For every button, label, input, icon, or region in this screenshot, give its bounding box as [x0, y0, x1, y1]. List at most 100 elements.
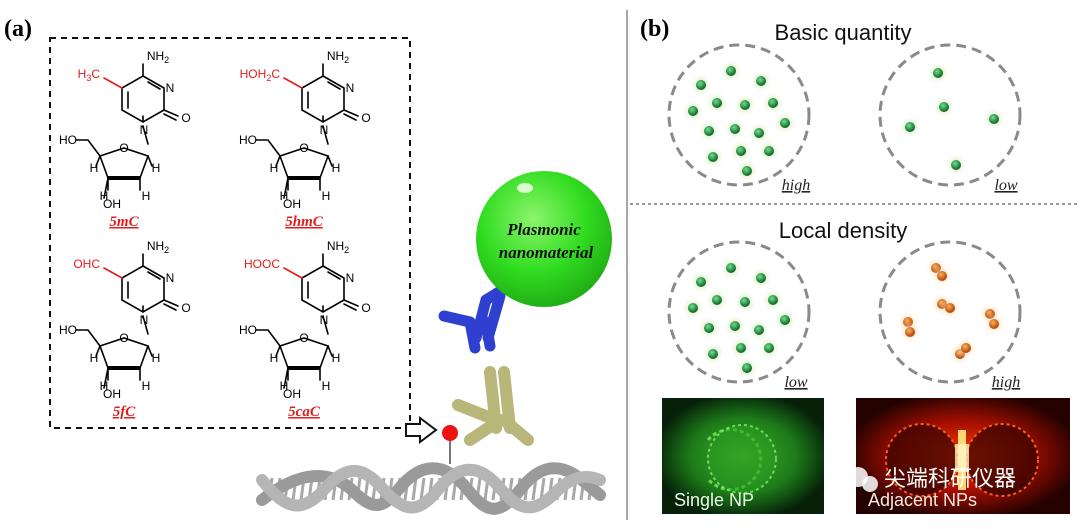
nanoparticle [726, 66, 736, 76]
panel-b-label: (b) [640, 16, 669, 42]
nanoparticle-diagrams [667, 43, 1022, 384]
nanoparticle [736, 343, 746, 353]
modification-group: OHC [73, 257, 100, 271]
atom-n3: N [346, 81, 355, 95]
nanoparticle [730, 124, 740, 134]
nanoparticle [712, 98, 722, 108]
modified-base-dot [442, 425, 458, 441]
np-circle-4 [878, 240, 1022, 384]
nanoparticle [756, 273, 766, 283]
atom-h: H [90, 161, 99, 175]
atom-amine: NH2 [327, 49, 349, 65]
atom-h: H [100, 379, 109, 393]
nanoparticle [688, 303, 698, 313]
dna-strand-2 [256, 463, 606, 514]
np-circle-3 [667, 240, 811, 384]
nanoparticle [756, 76, 766, 86]
dna-helix [256, 462, 606, 515]
atom-h: H [142, 379, 151, 393]
caption-high-local: high [992, 374, 1020, 391]
atom-h: H [322, 189, 331, 203]
atom-n3: N [166, 271, 175, 285]
nanoparticle [704, 323, 714, 333]
plasmonic-sphere [476, 171, 612, 307]
atom-h: H [280, 189, 289, 203]
np-circle-1 [667, 43, 811, 187]
atom-oh: OH [283, 387, 301, 401]
nanoparticle [961, 343, 971, 353]
atom-n3: N [346, 271, 355, 285]
atom-h: H [152, 161, 161, 175]
modification-group: H3C [78, 67, 101, 83]
nanoparticle [708, 349, 718, 359]
atom-n1: N [140, 123, 149, 137]
atom-h: H [332, 351, 341, 365]
np-circle-2 [878, 43, 1022, 187]
section-title-basic-quantity: Basic quantity [775, 20, 912, 45]
atom-h: H [90, 351, 99, 365]
nanoparticle [989, 319, 999, 329]
dna-rung [411, 477, 418, 501]
molecule-name: 5mC [109, 214, 139, 230]
nanoparticle [736, 146, 746, 156]
atom-amine: NH2 [147, 239, 169, 255]
atom-n1: N [320, 123, 329, 137]
atom-oh: OH [283, 197, 301, 211]
nanoparticle [768, 98, 778, 108]
atom-o2: O [361, 111, 370, 125]
atom-ring-o: O [119, 141, 128, 155]
atom-amine: NH2 [147, 49, 169, 65]
nanomaterial-label-line2: nanomaterial [499, 243, 594, 262]
atom-ring-o: O [299, 331, 308, 345]
nanoparticle [945, 303, 955, 313]
nanoparticle [780, 118, 790, 128]
nanoparticle [696, 277, 706, 287]
atom-h: H [270, 351, 279, 365]
atom-n3: N [166, 81, 175, 95]
nanoparticle [905, 327, 915, 337]
nanoparticle [951, 160, 961, 170]
nanoparticle [933, 68, 943, 78]
pointer-arrow-icon [405, 416, 438, 444]
nanoparticle [780, 315, 790, 325]
atom-amine: NH2 [327, 239, 349, 255]
caption-high-basic: high [782, 177, 810, 194]
atom-h: H [332, 161, 341, 175]
nanoparticle [712, 295, 722, 305]
image-label-single: Single NP [674, 490, 754, 510]
molecule-name: 5hmC [285, 214, 324, 230]
molecule-box [49, 37, 411, 429]
atom-oh: OH [103, 197, 121, 211]
nanoparticle [754, 325, 764, 335]
nanoparticle [708, 152, 718, 162]
nanoparticle [905, 122, 915, 132]
molecule-name: 5fC [113, 404, 136, 420]
section-title-local-density: Local density [779, 218, 907, 243]
nanoparticle [730, 321, 740, 331]
nanoparticle [989, 114, 999, 124]
nanoparticle [768, 295, 778, 305]
atom-ho: HO [239, 133, 257, 147]
atom-o2: O [181, 301, 190, 315]
nanoparticle [740, 100, 750, 110]
atom-h: H [270, 161, 279, 175]
nanoparticle [704, 126, 714, 136]
nanoparticle [764, 343, 774, 353]
antibody-olive [452, 366, 534, 446]
nanoparticle [742, 363, 752, 373]
nanoparticle [742, 166, 752, 176]
dna-rung [539, 477, 546, 501]
atom-oh: OH [103, 387, 121, 401]
modification-group: HOOC [244, 257, 280, 271]
atom-n1: N [320, 313, 329, 327]
atom-h: H [142, 189, 151, 203]
panel-a-label: (a) [4, 16, 32, 42]
antibody-blue [438, 284, 508, 354]
nanoparticle [740, 297, 750, 307]
